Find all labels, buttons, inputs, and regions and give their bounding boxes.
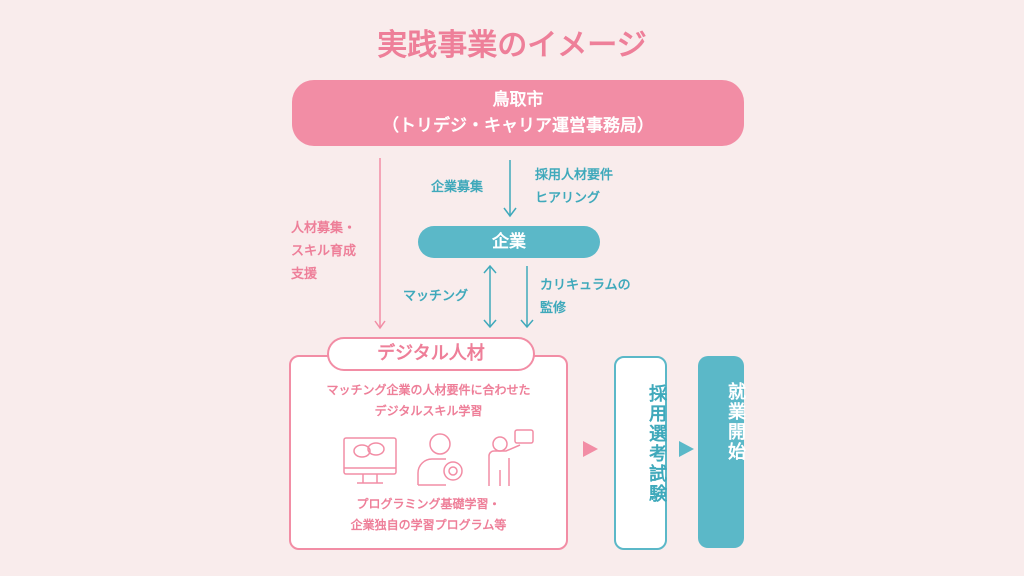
left-label: 人材募集・スキル育成支援 bbox=[291, 221, 357, 282]
top-box-line1: 鳥取市 bbox=[492, 90, 544, 110]
selection-exam-box: 採用選考試験 bbox=[614, 356, 667, 550]
hearing-label: 採用人材要件ヒアリング bbox=[535, 168, 614, 206]
person-gear-icon bbox=[417, 433, 463, 486]
presenter-icon bbox=[488, 429, 534, 486]
pink-arrow-head bbox=[374, 320, 386, 330]
employment-start-box: 就業開始 bbox=[698, 356, 746, 548]
tottori-city-box: 鳥取市 （トリデジ・キャリア運営事務局） bbox=[292, 80, 744, 146]
page-title: 実践事業のイメージ bbox=[377, 28, 647, 63]
top-box-line2: （トリデジ・キャリア運営事務局） bbox=[382, 116, 654, 136]
digital-talent-tab: デジタル人材 bbox=[327, 337, 535, 371]
company-pill: 企業 bbox=[418, 226, 600, 258]
digital-desc: マッチング企業の人材要件に合わせたデジタルスキル学習 bbox=[326, 383, 531, 418]
curriculum-label: カリキュラムの監修 bbox=[540, 278, 631, 316]
digital-foot: プログラミング基礎学習・企業独自の学習プログラム等 bbox=[350, 497, 507, 532]
matching-label: マッチング bbox=[403, 289, 469, 304]
monitor-chat-icon bbox=[343, 437, 397, 484]
teal-triangle bbox=[679, 441, 694, 457]
recruit-label: 企業募集 bbox=[431, 180, 484, 195]
digital-talent-box bbox=[289, 355, 568, 550]
pink-triangle bbox=[583, 441, 598, 457]
